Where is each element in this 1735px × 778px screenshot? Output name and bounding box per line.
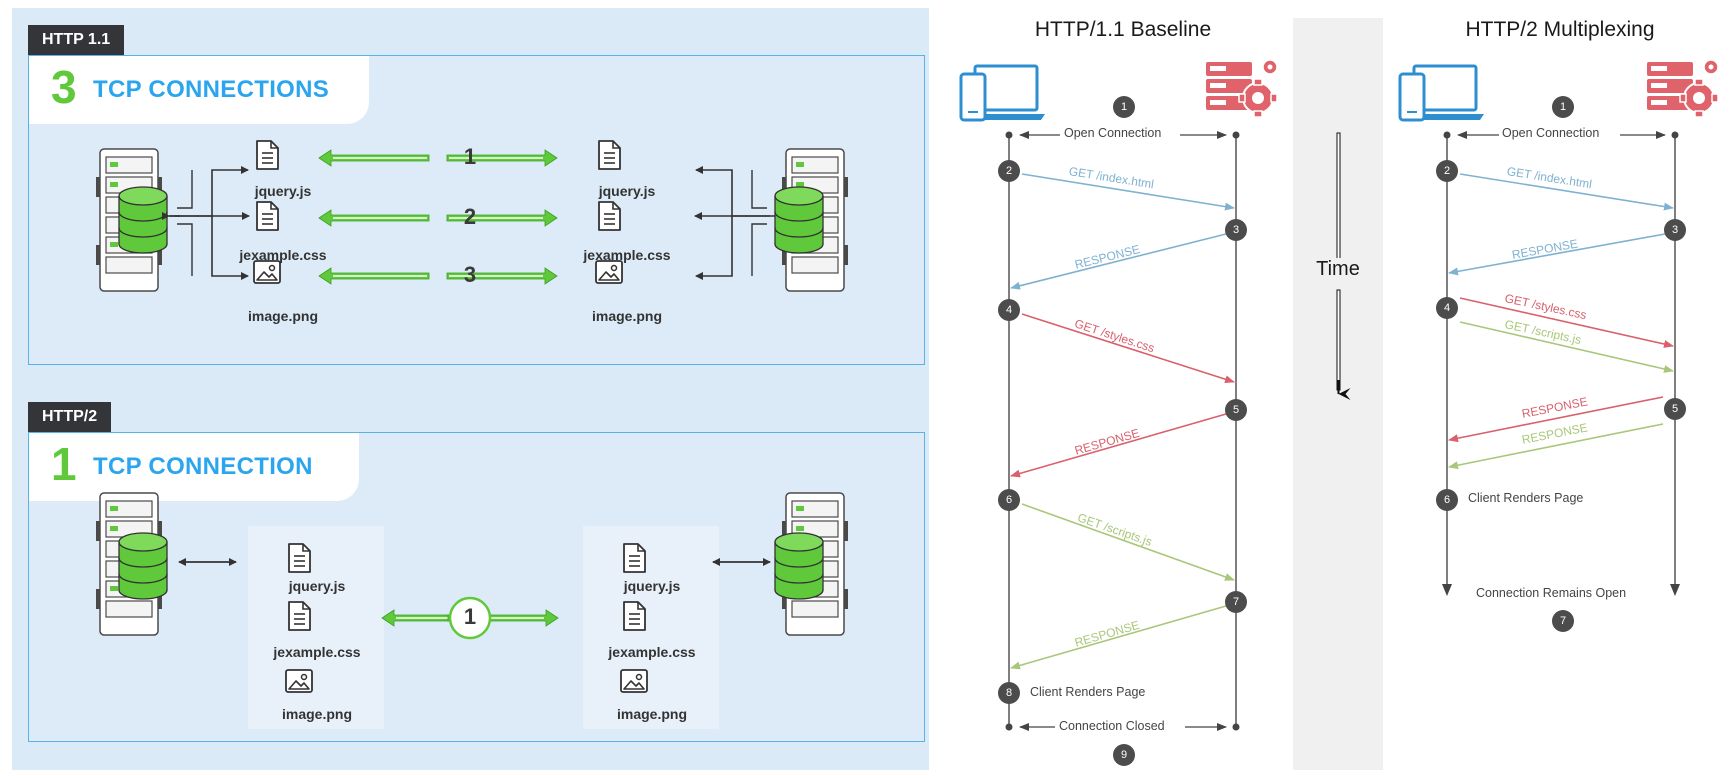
step-marker: 3 <box>1664 219 1686 241</box>
file-label: jexample.css <box>273 644 361 660</box>
step-marker: 4 <box>1436 297 1458 319</box>
response-arrow <box>1010 605 1227 670</box>
request-arrow <box>1459 321 1674 373</box>
request-arrow <box>1021 313 1235 384</box>
http2-tag: HTTP/2 <box>28 402 112 432</box>
http2-section: 1 TCP CONNECTION <box>28 432 925 742</box>
step-marker: 5 <box>1664 398 1686 420</box>
step-marker: 7 <box>1552 610 1574 632</box>
client-renders-label: Client Renders Page <box>1030 685 1146 699</box>
connection-closed-label: Connection Closed <box>1056 719 1168 733</box>
connection-heading: TCP CONNECTION <box>93 453 313 480</box>
connection-number: 1 <box>463 604 477 629</box>
file-label: jquery.js <box>254 183 312 199</box>
baseline-title: HTTP/1.1 Baseline <box>1034 18 1212 41</box>
multiplexing-title: HTTP/2 Multiplexing <box>1465 18 1655 41</box>
comparison-drawing <box>95 140 849 693</box>
request-arrow <box>1459 297 1674 348</box>
connection-number: 2 <box>463 204 477 229</box>
http11-heading-card: 3 TCP CONNECTIONS <box>29 56 369 124</box>
step-marker: 3 <box>1225 219 1247 241</box>
step-marker: 4 <box>998 299 1020 321</box>
client-branch-arrows <box>162 166 250 280</box>
connection-count: 1 <box>51 438 77 490</box>
file-label: jquery.js <box>623 578 681 594</box>
open-connection-label: Open Connection <box>1499 126 1603 140</box>
request-arrow <box>1021 173 1235 211</box>
client-renders-label: Client Renders Page <box>1468 491 1584 505</box>
server-gear-icon <box>1646 59 1719 118</box>
client-device-icon <box>1398 64 1486 122</box>
step-marker: 5 <box>1225 399 1247 421</box>
step-marker: 8 <box>998 682 1020 704</box>
response-arrow <box>1010 413 1227 478</box>
step-marker: 6 <box>1436 489 1458 511</box>
step-marker: 7 <box>1225 591 1247 613</box>
connection-heading: TCP CONNECTIONS <box>93 76 330 103</box>
file-label: jexample.css <box>239 247 327 263</box>
response-arrow <box>1448 423 1664 470</box>
response-arrow <box>1448 396 1664 443</box>
step-marker: 6 <box>998 489 1020 511</box>
origin-branch-arrows <box>694 166 775 280</box>
client-resource-group <box>248 526 384 729</box>
file-label: jquery.js <box>288 578 346 594</box>
server-resource-group <box>583 526 719 729</box>
http11-tag: HTTP 1.1 <box>28 25 125 55</box>
file-label: image.png <box>247 308 318 324</box>
file-label: jexample.css <box>608 644 696 660</box>
http2-heading-card: 1 TCP CONNECTION <box>29 433 359 501</box>
file-label: image.png <box>616 706 687 722</box>
response-arrow <box>1448 233 1666 276</box>
time-label: Time <box>1293 258 1383 281</box>
single-connection-pipe <box>381 596 559 640</box>
file-label: image.png <box>591 308 662 324</box>
step-marker: 2 <box>998 160 1020 182</box>
comparison-panel: HTTP 1.1 3 TCP CONNECTIONS HTTP/2 1 TCP … <box>12 8 929 770</box>
request-arrow <box>1021 503 1235 581</box>
response-arrow <box>1010 233 1227 290</box>
request-arrow <box>1459 173 1674 211</box>
file-label: jquery.js <box>598 183 656 199</box>
step-marker: 1 <box>1552 96 1574 118</box>
step-marker: 9 <box>1113 744 1135 766</box>
connection-count: 3 <box>51 61 77 113</box>
file-label: image.png <box>281 706 352 722</box>
connection-number: 1 <box>463 144 477 169</box>
step-marker: 2 <box>1436 160 1458 182</box>
connection-remains-open-label: Connection Remains Open <box>1476 586 1627 600</box>
step-marker: 1 <box>1113 96 1135 118</box>
open-connection-label: Open Connection <box>1061 126 1165 140</box>
connection-number: 3 <box>463 262 477 287</box>
file-label: jexample.css <box>583 247 671 263</box>
